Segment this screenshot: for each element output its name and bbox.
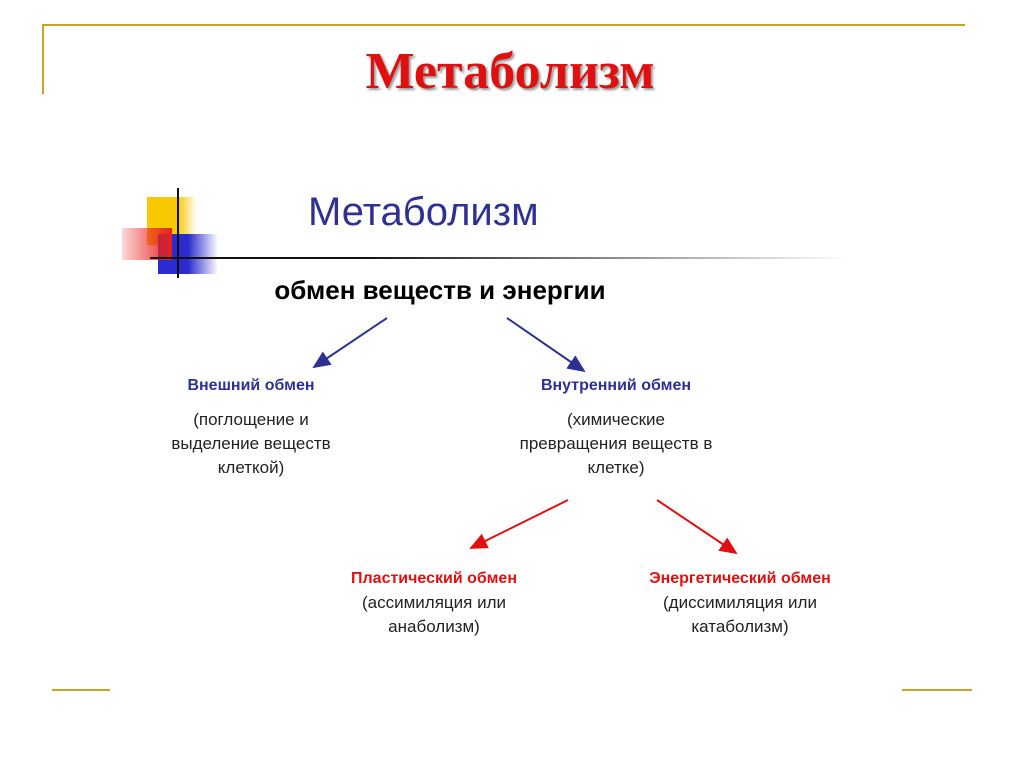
subtitle: Метаболизм [308, 190, 539, 234]
node-external-exchange: Внешний обмен (поглощение и выделение ве… [121, 374, 381, 480]
node-title: Внутренний обмен [540, 377, 692, 394]
node-desc: клеткой) [217, 458, 285, 477]
node-title: Внешний обмен [187, 377, 315, 394]
node-desc: превращения веществ в [519, 434, 713, 453]
node-title: Пластический обмен [351, 570, 517, 587]
node-desc: клетке) [587, 458, 645, 477]
frame-bottom-left-line [52, 689, 110, 691]
red-square [122, 228, 172, 260]
definition: обмен веществ и энергии [274, 275, 606, 305]
vertical-line [177, 188, 179, 278]
node-plastic-exchange: Пластический обмен (ассимиляция или анаб… [304, 567, 564, 639]
arrow-to-plastic [469, 499, 569, 549]
slide-title: Метаболизм [365, 43, 655, 100]
node-desc: (диссимиляция или [663, 593, 817, 612]
frame-bottom-right-line [902, 689, 972, 691]
node-desc: катаболизм) [691, 617, 789, 636]
node-desc: анаболизм) [388, 617, 480, 636]
arrow-to-external [312, 317, 388, 369]
horizontal-rule [150, 257, 850, 259]
node-desc: (химические [566, 410, 666, 429]
node-desc: (ассимиляция или [362, 593, 506, 612]
arrow-to-internal [506, 317, 586, 373]
frame-left-line [42, 24, 44, 94]
node-energy-exchange: Энергетический обмен (диссимиляция или к… [610, 567, 870, 639]
node-title: Энергетический обмен [649, 570, 831, 587]
arrow-to-energy [656, 499, 738, 555]
frame-top-line [42, 24, 965, 26]
node-desc: (поглощение и [193, 410, 309, 429]
node-desc: выделение веществ [171, 434, 331, 453]
node-internal-exchange: Внутренний обмен (химические превращения… [486, 374, 746, 480]
